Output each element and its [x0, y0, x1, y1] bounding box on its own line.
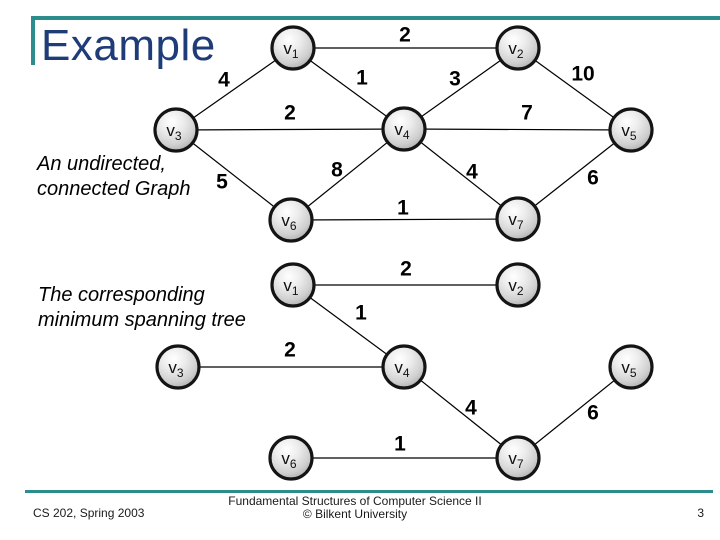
edge-weight-v6-v7: 1: [397, 197, 409, 220]
graph-undirected-graph: 2 4 1 3 10 2 7 5 8 4 6 1 v1 v2 v3 v4 v5 v6 v7: [153, 24, 654, 243]
edge-weight-v3-v4: 2: [284, 339, 296, 362]
slide-title: Example: [41, 21, 216, 70]
node-label-v4: v4: [394, 358, 410, 380]
node-label-v5: v5: [621, 121, 637, 143]
edge-weight-v2-v5: 10: [571, 63, 594, 86]
edge-weight-v1-v4: 1: [356, 67, 368, 90]
node-label-v5: v5: [621, 358, 637, 380]
edge-v2-v4: [403, 47, 519, 130]
edge-v3-v4: [175, 128, 405, 131]
caption-undirected-graph: An undirected, connected Graph: [37, 152, 190, 202]
node-v5: [608, 344, 654, 390]
title-underline-rule: [31, 16, 720, 20]
edge-v4-v7: [403, 366, 519, 459]
edge-v1-v4: [292, 284, 405, 368]
node-label-v1: v1: [283, 39, 299, 61]
edge-weight-v1-v2: 2: [399, 24, 411, 47]
node-v2: [495, 262, 541, 308]
node-label-v6: v6: [281, 211, 297, 233]
node-label-v2: v2: [508, 39, 524, 61]
edge-v5-v7: [517, 129, 632, 220]
caption-minimum-spanning-tree: The corresponding minimum spanning tree: [38, 283, 246, 333]
node-v6: [268, 435, 314, 481]
node-v5: [608, 107, 654, 153]
edge-weight-v5-v7: 6: [587, 167, 599, 190]
node-v4: [381, 344, 427, 390]
caption-line: minimum spanning tree: [38, 309, 246, 331]
node-label-v2: v2: [508, 276, 524, 298]
footer-course-title: Fundamental Structures of Computer Scien…: [228, 494, 482, 508]
edge-v5-v7: [517, 366, 632, 459]
node-v7: [495, 435, 541, 481]
edge-v4-v5: [403, 128, 632, 131]
edge-v1-v3: [175, 47, 294, 131]
edge-weight-v1-v2: 2: [400, 258, 412, 281]
node-v3: [155, 344, 201, 390]
edge-weight-v3-v4: 2: [284, 102, 296, 125]
edge-v4-v7: [403, 128, 519, 220]
node-v1: [270, 262, 316, 308]
edge-v6-v7: [290, 218, 519, 221]
node-label-v3: v3: [168, 358, 184, 380]
node-v7: [495, 196, 541, 242]
edge-weight-v1-v4: 1: [355, 302, 367, 325]
edge-v2-v5: [517, 47, 632, 131]
edge-weight-v6-v7: 1: [394, 433, 406, 456]
footer-divider-rule: [25, 490, 713, 493]
node-v6: [268, 197, 314, 243]
edge-weight-v4-v7: 4: [466, 161, 478, 184]
edge-weight-v4-v7: 4: [465, 397, 477, 420]
node-v4: [381, 106, 427, 152]
edge-weight-v4-v6: 8: [331, 159, 343, 182]
node-v3: [153, 107, 199, 153]
page-number: 3: [697, 506, 704, 520]
footer-copyright: © Bilkent University: [302, 507, 408, 521]
caption-line: The corresponding: [38, 284, 205, 306]
edge-v3-v6: [175, 129, 292, 221]
footer-center-block: Fundamental Structures of Computer Scien…: [205, 495, 505, 521]
node-label-v6: v6: [281, 449, 297, 471]
edge-weight-v5-v7: 6: [587, 402, 599, 425]
edge-weight-v1-v3: 4: [218, 69, 230, 92]
caption-line: An undirected,: [37, 153, 166, 175]
edge-weight-v4-v5: 7: [521, 102, 533, 125]
node-v2: [495, 25, 541, 71]
footer-course-label: CS 202, Spring 2003: [33, 506, 145, 520]
node-label-v4: v4: [394, 120, 410, 142]
caption-line: connected Graph: [37, 178, 191, 200]
node-v1: [270, 25, 316, 71]
node-label-v3: v3: [166, 121, 182, 143]
title-accent-rule: [31, 16, 35, 65]
edge-v4-v6: [290, 128, 405, 221]
node-label-v1: v1: [283, 276, 299, 298]
edge-v1-v4: [292, 47, 405, 130]
node-label-v7: v7: [508, 210, 524, 232]
node-label-v7: v7: [508, 449, 524, 471]
edge-weight-v2-v4: 3: [449, 68, 461, 91]
graph-minimum-spanning-tree: 2 1 2 4 6 1 v1 v2 v3 v4 v5 v6 v7: [155, 258, 654, 481]
edge-weight-v3-v6: 5: [216, 171, 228, 194]
